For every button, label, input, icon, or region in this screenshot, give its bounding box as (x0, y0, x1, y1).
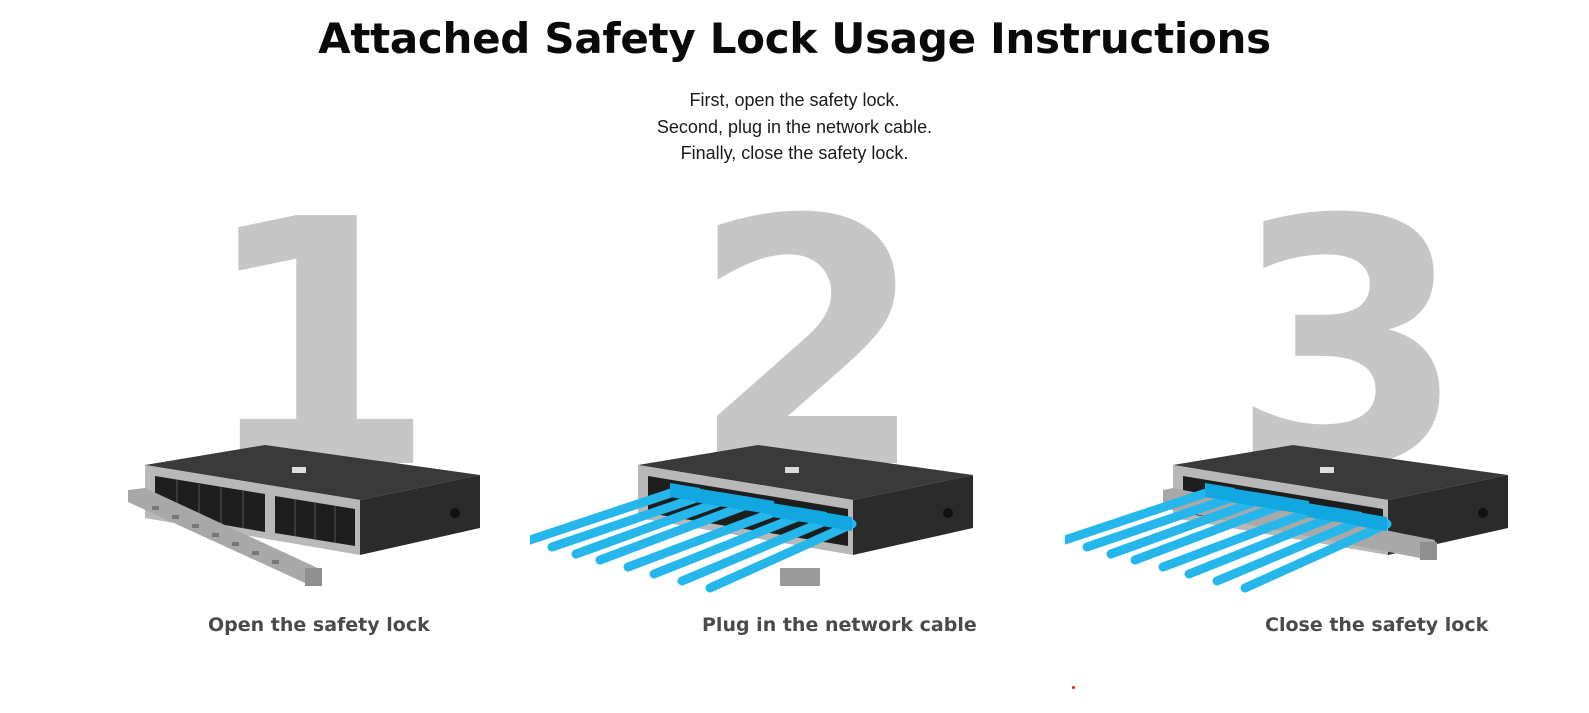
step-caption-1: Open the safety lock (208, 614, 430, 636)
instruction-line-2: Second, plug in the network cable. (656, 116, 933, 137)
step-caption-2: Plug in the network cable (702, 614, 977, 636)
instruction-text: First, open the safety lock. Second, plu… (0, 87, 1589, 167)
switch-with-closed-lock-illustration (1065, 445, 1508, 593)
switch-with-cables-plugged-illustration (530, 445, 973, 593)
instruction-line-1: First, open the safety lock. (689, 90, 900, 110)
page-title: Attached Safety Lock Usage Instructions (318, 14, 1271, 63)
step-3: 3 Close the safet (1065, 176, 1565, 660)
step-2: 2 Plug in the network cable (530, 176, 1030, 660)
step-1: 1 (60, 176, 560, 660)
switch-with-open-lock-illustration (128, 445, 480, 586)
step-caption-3: Close the safety lock (1265, 614, 1489, 636)
decorative-dot (1072, 686, 1075, 689)
instruction-line-3: Finally, close the safety lock. (680, 143, 909, 163)
